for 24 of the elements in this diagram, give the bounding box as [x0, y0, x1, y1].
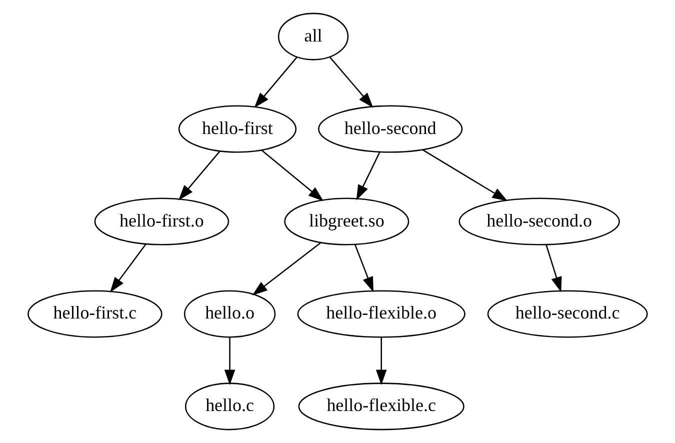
- arrow: [376, 337, 387, 386]
- node-ellipse: hello-first.o: [94, 198, 230, 246]
- arrow: [261, 150, 324, 202]
- node-ellipse: hello-second.o: [458, 198, 620, 246]
- arrow: [252, 242, 322, 296]
- node-ellipse: hello-first.c: [28, 290, 162, 338]
- arrow: [110, 244, 146, 292]
- node-ellipse: hello-flexible.o: [297, 290, 466, 338]
- node-ellipse: libgreet.so: [284, 198, 410, 246]
- node-ellipse: hello-second.c: [487, 290, 648, 338]
- node-ellipse: hello.o: [184, 290, 276, 338]
- arrow: [354, 244, 374, 292]
- arrow: [224, 337, 236, 386]
- node-ellipse: hello.c: [184, 382, 275, 430]
- arrow: [254, 56, 298, 108]
- arrow: [178, 150, 220, 200]
- arrow: [329, 56, 374, 108]
- node-ellipse: all: [278, 12, 349, 60]
- node-ellipse: hello-first: [178, 105, 297, 153]
- node-ellipse: hello-second: [318, 105, 463, 153]
- arrow: [356, 152, 380, 200]
- arrow: [422, 149, 508, 202]
- arrow: [546, 244, 562, 292]
- node-ellipse: hello-flexible.c: [298, 382, 464, 430]
